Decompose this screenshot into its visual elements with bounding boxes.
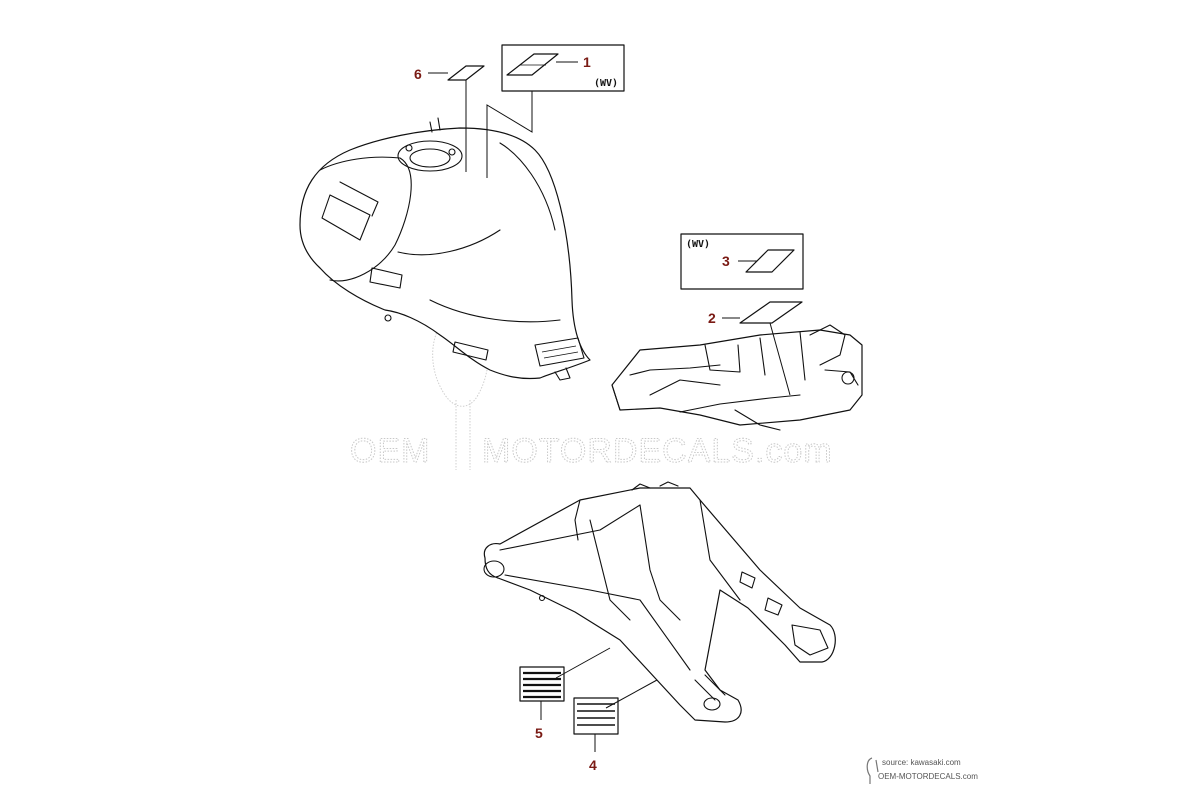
source-text: source: kawasaki.com — [882, 758, 961, 767]
label-1-decal-box: 1 (WV) — [486, 44, 625, 178]
label-2-decal: 2 — [708, 301, 803, 396]
label-6-decal: 6 — [414, 65, 485, 172]
label-5-decal: 5 — [519, 647, 611, 741]
callout-5: 5 — [535, 725, 543, 741]
source-site: OEM-MOTORDECALS.com — [878, 772, 978, 781]
label-4-decal: 4 — [573, 679, 658, 773]
source-footer: source: kawasaki.com OEM-MOTORDECALS.com — [866, 757, 978, 784]
callout-3: 3 — [722, 253, 730, 269]
variant-label-3: (WV) — [686, 239, 710, 250]
watermark: OEM MOTORDECALS.com — [350, 309, 833, 471]
variant-label-1: (WV) — [594, 78, 618, 89]
label-3-decal-box: (WV) 3 — [680, 233, 804, 290]
callout-6: 6 — [414, 66, 422, 82]
swingarm-illustration — [483, 481, 836, 723]
callout-2: 2 — [708, 310, 716, 326]
fuel-tank-illustration — [299, 117, 591, 381]
callout-4: 4 — [589, 757, 597, 773]
tail-cowl-illustration — [611, 324, 863, 431]
watermark-text-left: OEM — [350, 432, 430, 470]
callout-1: 1 — [583, 54, 591, 70]
watermark-text-right: MOTORDECALS.com — [482, 432, 833, 470]
source-logo-icon — [866, 757, 879, 784]
